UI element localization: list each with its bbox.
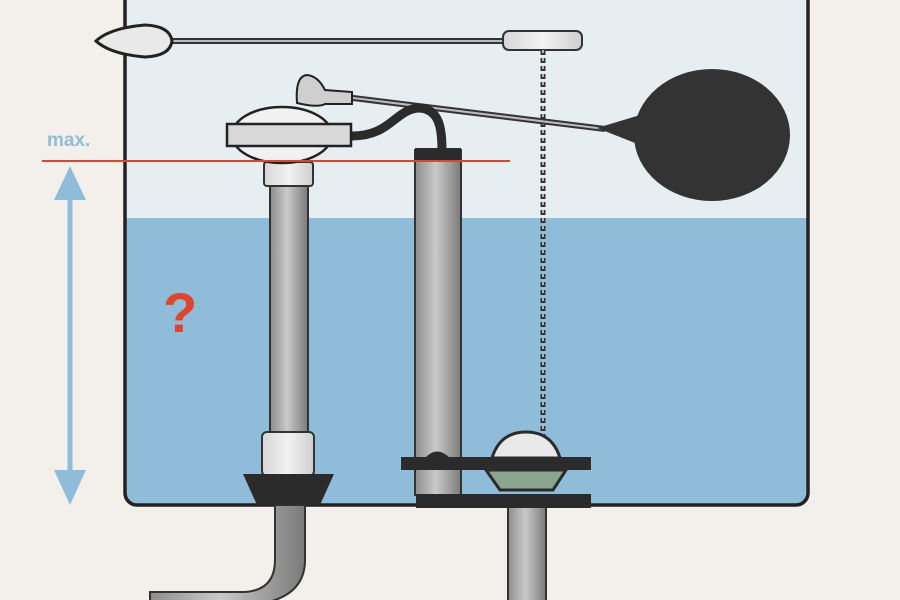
water-level-arrow	[54, 166, 86, 505]
refill-hose	[351, 103, 447, 151]
fill-valve	[225, 73, 353, 505]
flush-handle[interactable]	[93, 23, 583, 59]
outlet-pipe	[507, 504, 547, 600]
float-ball	[634, 69, 790, 201]
flush-valve	[401, 430, 591, 508]
overflow-tube	[414, 149, 462, 496]
inlet-pipe	[149, 504, 306, 600]
question-mark: ?	[163, 281, 198, 344]
max-label: max.	[47, 130, 91, 151]
